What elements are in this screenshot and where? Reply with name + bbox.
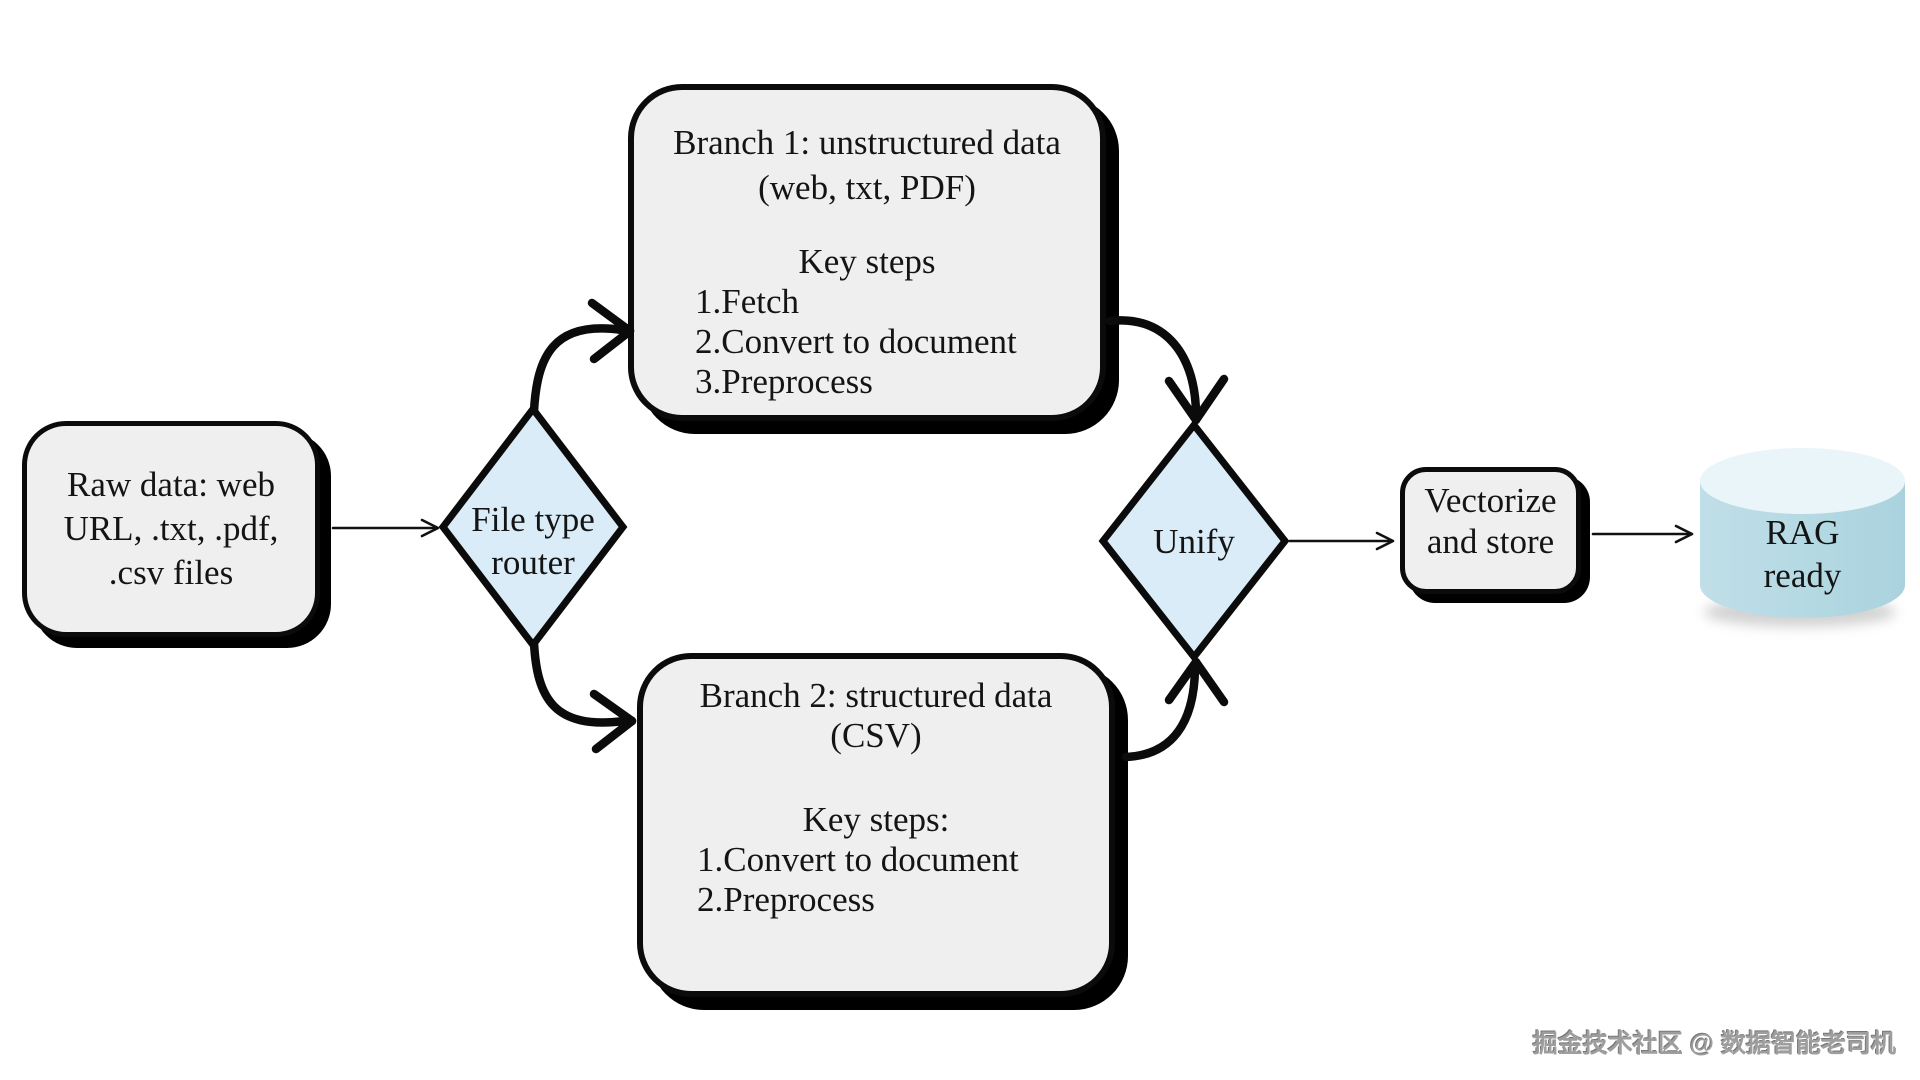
text-line: File type <box>471 500 595 539</box>
vectorize-label: Vectorize and store <box>1405 480 1576 562</box>
text-line: .csv files <box>108 553 234 592</box>
cylinder-top <box>1700 448 1905 514</box>
step-item: 1.Convert to document <box>697 840 1019 879</box>
text-line: and store <box>1426 522 1555 561</box>
step-item: 2.Convert to document <box>695 322 1017 361</box>
raw-data-node-label: Raw data: web URL, .txt, .pdf, .csv file… <box>27 426 315 632</box>
branch1-label: Branch 1: unstructured data (web, txt, P… <box>633 89 1101 402</box>
branch2-title: (CSV) <box>830 716 922 755</box>
text-line: router <box>491 543 575 582</box>
spacer <box>633 210 1101 242</box>
branch2-label: Branch 2: structured data (CSV) Key step… <box>642 658 1110 920</box>
arrow-branch2-to-unify <box>1121 657 1229 762</box>
step-item: 1.Fetch <box>695 282 800 321</box>
unify-diamond <box>1098 419 1290 663</box>
arrow-unify-to-vectorize <box>1288 531 1395 551</box>
step-item: 2.Preprocess <box>697 880 875 919</box>
branch1-steps: 1.Fetch 2.Convert to document 3.Preproce… <box>695 282 1101 402</box>
branch2-subtitle: Key steps: <box>802 800 950 839</box>
arrow-branch1-to-unify <box>1105 316 1229 425</box>
arrow-vectorize-to-rag <box>1591 524 1694 544</box>
text-line: Vectorize <box>1424 481 1557 520</box>
vectorize-box <box>1400 467 1581 594</box>
text-line: Raw data: web <box>67 465 275 504</box>
step-item: 3.Preprocess <box>695 362 873 401</box>
arrow-router-to-branch2 <box>529 638 637 754</box>
text-line: RAG <box>1765 513 1840 552</box>
file-type-router-label: File type router <box>433 498 633 584</box>
branch1-subtitle: Key steps <box>798 242 936 281</box>
arrow-router-to-branch1 <box>529 298 635 416</box>
arrow-raw-to-router <box>331 518 440 538</box>
rag-cylinder <box>1700 448 1905 627</box>
watermark: 掘金技术社区 @ 数据智能老司机 <box>1532 1030 1896 1058</box>
branch1-title: Branch 1: unstructured data <box>673 123 1061 162</box>
unify-label: Unify <box>1104 522 1284 562</box>
raw-data-box <box>22 421 320 637</box>
text-line: ready <box>1763 556 1842 595</box>
branch2-title: Branch 2: structured data <box>699 676 1053 715</box>
text-line: URL, .txt, .pdf, <box>63 509 279 548</box>
spacer <box>642 756 1110 800</box>
branch2-steps: 1.Convert to document 2.Preprocess <box>697 840 1110 920</box>
rag-ready-label: RAG ready <box>1702 511 1903 597</box>
branch2-box <box>637 653 1115 997</box>
cylinder-body <box>1700 481 1905 619</box>
branch1-title: (web, txt, PDF) <box>758 168 976 207</box>
branch1-box <box>628 84 1106 421</box>
text-line: Unify <box>1153 522 1235 561</box>
